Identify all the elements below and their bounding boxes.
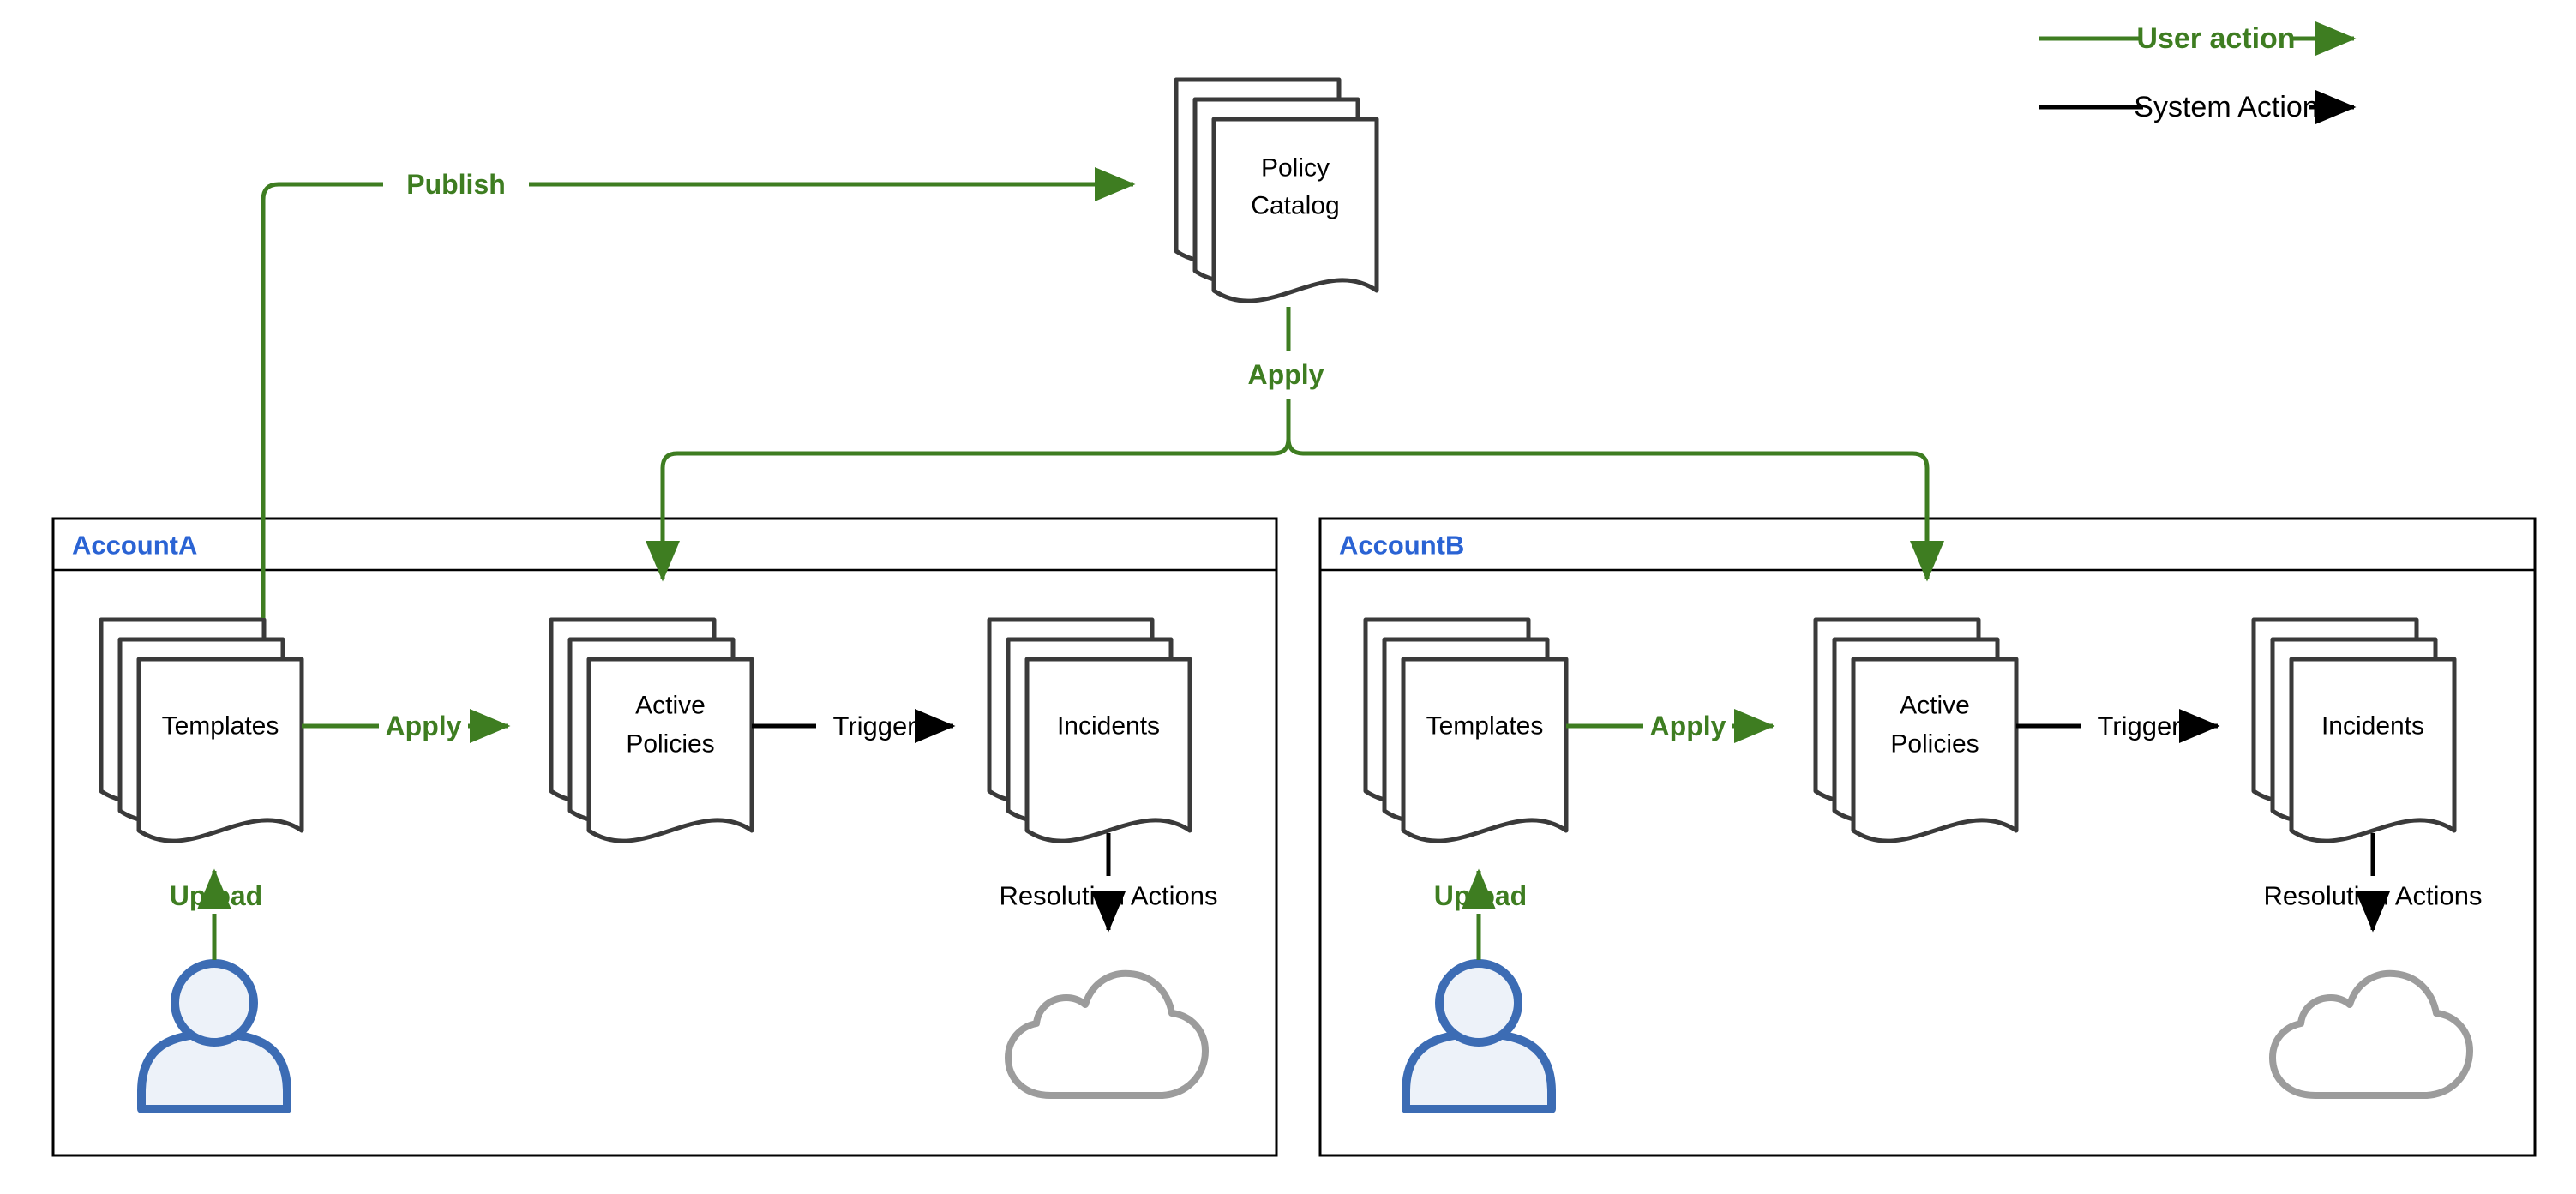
- policy-catalog-label-line2: Catalog: [1251, 192, 1339, 220]
- templates-label: Templates: [1426, 712, 1544, 741]
- account-a-templates-stack: Templates: [101, 620, 302, 841]
- resolution-actions-label: Resolution Actions: [999, 881, 1217, 911]
- apply-branch-left-arrow: [646, 438, 1291, 582]
- policy-catalog-stack: Policy Catalog: [1176, 80, 1377, 301]
- policy-catalog-label-line1: Policy: [1261, 154, 1330, 183]
- account-b-title: AccountB: [1339, 531, 1464, 561]
- apply-catalog-arrow: Apply: [646, 307, 1944, 582]
- legend: User action System Action: [2039, 21, 2357, 124]
- trigger-label: Trigger: [832, 711, 916, 741]
- active-policies-label-line2: Policies: [1890, 730, 1979, 759]
- user-action-label: User action: [2136, 22, 2295, 55]
- incidents-label: Incidents: [2321, 712, 2424, 741]
- trigger-label: Trigger: [2097, 711, 2180, 741]
- account-a-active-policies-stack: Active Policies: [551, 620, 752, 841]
- account-b-templates-stack: Templates: [1366, 620, 1566, 841]
- active-policies-label-line1: Active: [1900, 692, 1970, 720]
- apply-branch-right-arrow: [1286, 438, 1944, 582]
- active-policies-label-line2: Policies: [626, 730, 714, 759]
- account-a-incidents-stack: Incidents: [989, 620, 1190, 841]
- account-b-resolution-actions-arrow: Resolution Actions: [2263, 833, 2483, 933]
- account-a-resolution-actions-arrow: Resolution Actions: [999, 833, 1218, 933]
- account-b-trigger-arrow: Trigger: [2016, 709, 2220, 743]
- apply-label: Apply: [386, 711, 462, 741]
- publish-label: Publish: [406, 169, 506, 200]
- templates-label: Templates: [162, 712, 279, 741]
- account-b-apply-arrow: Apply: [1566, 709, 1775, 743]
- publish-arrow-segment: [261, 182, 383, 618]
- upload-label: Upload: [170, 880, 262, 911]
- publish-arrow: Publish: [261, 167, 1136, 618]
- account-a-apply-arrow: Apply: [302, 709, 511, 743]
- legend-user-action-row: User action: [2039, 21, 2357, 56]
- account-b-incidents-stack: Incidents: [2254, 620, 2454, 841]
- upload-label: Upload: [1434, 880, 1527, 911]
- resolution-actions-label: Resolution Actions: [2263, 881, 2482, 911]
- account-a-title: AccountA: [72, 531, 197, 561]
- documents-stack-icon: [1176, 80, 1377, 301]
- system-action-label: System Action: [2134, 91, 2318, 123]
- account-a-trigger-arrow: Trigger: [752, 709, 956, 743]
- account-a-upload-arrow: Upload: [170, 868, 262, 960]
- incidents-label: Incidents: [1057, 712, 1160, 741]
- apply-label: Apply: [1248, 359, 1324, 390]
- legend-system-action-row: System Action: [2039, 90, 2357, 124]
- account-b-upload-arrow: Upload: [1434, 868, 1527, 960]
- account-b-active-policies-stack: Active Policies: [1816, 620, 2016, 841]
- apply-label: Apply: [1650, 711, 1726, 741]
- active-policies-label-line1: Active: [635, 692, 706, 720]
